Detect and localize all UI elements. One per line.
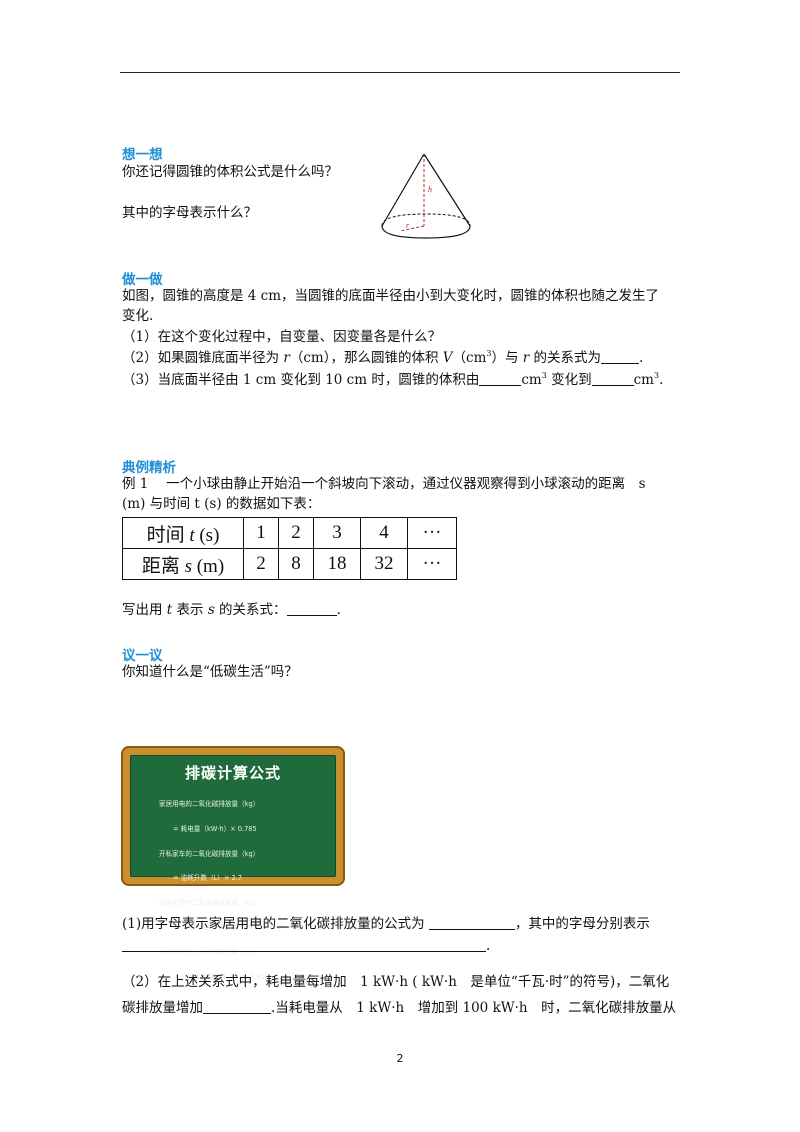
var-t: t	[189, 524, 195, 546]
row-label-time: 时间 t (s)	[122, 517, 244, 549]
text: cm	[633, 372, 654, 388]
text: .	[486, 938, 491, 954]
question-text: 你知道什么是“低碳生活”吗？	[122, 664, 298, 680]
answer-blank[interactable]	[428, 915, 515, 930]
text: .	[639, 350, 644, 366]
header-rule	[120, 72, 680, 73]
text: ）与	[491, 350, 523, 366]
text: （2）如果圆锥底面半径为	[122, 350, 284, 366]
text: 的关系式：	[214, 602, 287, 618]
text: .	[336, 602, 341, 618]
text: （cm	[452, 350, 487, 366]
example-line: 例 1 一个小球由静止开始沿一个斜坡向下滚动，通过仪器观察得到小球滚动的距离 s	[122, 476, 646, 492]
example-line: (m) 与时间 t (s) 的数据如下表：	[122, 496, 321, 512]
question-part-1: (1)用字母表示家居用电的二氧化碳排放量的公式为 ，其中的字母分别表示	[122, 914, 650, 934]
text: 的关系式为	[529, 350, 602, 366]
question-text: 你还记得圆锥的体积公式是什么吗？	[122, 164, 338, 180]
table-cell: 32	[360, 548, 408, 580]
chalkboard-formulas: 家居用电的二氧化碳排放量（kg） = 耗电量（kW·h）× 0.785 开私家车…	[159, 784, 285, 997]
text: 表示	[172, 602, 208, 618]
label-text: 时间	[146, 524, 190, 546]
formula-line: 家用自来水二氧化碳排放量（kg）	[159, 948, 260, 957]
formula-line: 家居用电的二氧化碳排放量（kg）	[159, 800, 260, 809]
table-cell: 8	[278, 548, 314, 580]
var-r: r	[522, 350, 530, 366]
question-part-1-cont: .	[122, 936, 490, 956]
paragraph-line: 变化.	[122, 308, 154, 324]
formula-line: = 耗电量（kW·h）× 0.785	[173, 825, 257, 834]
question-text: 其中的字母表示什么？	[122, 205, 257, 221]
section-heading-think: 想一想	[122, 147, 163, 163]
text: ，其中的字母分别表示	[514, 916, 650, 932]
var-t: t	[166, 602, 173, 618]
chalkboard-image: 排碳计算公式 家居用电的二氧化碳排放量（kg） = 耗电量（kW·h）× 0.7…	[121, 746, 345, 981]
formula-line: 开私家车的二氧化碳排放量（kg）	[159, 849, 260, 858]
var-s: s	[184, 555, 192, 577]
radius-label: r	[406, 221, 410, 230]
table-cell: ···	[407, 548, 457, 580]
text: cm	[521, 372, 542, 388]
text: 变化到	[546, 372, 592, 388]
question-part-2: （2）在上述关系式中，耗电量每增加 1 kW·h ( kW·h 是单位“千瓦·时…	[122, 974, 670, 990]
answer-blank[interactable]	[122, 937, 486, 952]
var-v: V	[442, 350, 453, 366]
label-text: 距离	[141, 555, 185, 577]
section-heading-example: 典例精析	[122, 460, 176, 476]
text: 碳排放量增加	[122, 1000, 203, 1016]
text: .	[659, 372, 664, 388]
unit-text: (s)	[194, 524, 220, 546]
cone-figure: h r	[381, 153, 471, 239]
answer-blank[interactable]	[203, 999, 271, 1014]
text: .当耗电量从 1 kW·h 增加到 100 kW·h 时，二氧化碳排放量从	[271, 1000, 677, 1016]
formula-line: = 自来水使用吨数（t）× 0.91	[173, 972, 265, 981]
var-r: r	[283, 350, 290, 366]
superscript: 3	[653, 371, 660, 380]
table-cell: 2	[278, 517, 314, 549]
data-table: 时间 t (s) 1 2 3 4 ··· 距离 s (m) 2 8 18 32 …	[122, 517, 457, 580]
answer-blank[interactable]	[286, 601, 337, 616]
text: 写出用	[122, 602, 167, 618]
text: （3）当底面半径由 1 cm 变化到 10 cm 时，圆锥的体积由	[122, 372, 480, 388]
table-cell: 4	[360, 517, 408, 549]
answer-blank[interactable]	[479, 371, 522, 386]
table-row: 时间 t (s) 1 2 3 4 ···	[122, 517, 457, 549]
table-cell: 1	[243, 517, 279, 549]
height-label: h	[428, 185, 432, 194]
unit-text: (m)	[191, 555, 225, 577]
text: (1)用字母表示家居用电的二氧化碳排放量的公式为	[122, 916, 429, 932]
question-item-1: （1）在这个变化过程中，自变量、因变量各是什么？	[122, 329, 442, 345]
table-cell: ···	[407, 517, 457, 549]
superscript: 3	[486, 349, 492, 358]
superscript: 3	[541, 371, 547, 380]
row-label-distance: 距离 s (m)	[122, 548, 244, 580]
var-s: s	[207, 602, 215, 618]
paragraph-line: 如图，圆锥的高度是 4 cm，当圆锥的底面半径由小到大变化时，圆锥的体积也随之发…	[122, 288, 660, 304]
page-number: 2	[396, 1052, 404, 1065]
question-item-2: （2）如果圆锥底面半径为 r（cm），那么圆锥的体积 V（cm3）与 r 的关系…	[122, 348, 643, 368]
table-cell: 2	[243, 548, 279, 580]
table-row: 距离 s (m) 2 8 18 32 ···	[122, 548, 457, 580]
formula-line: = 天然气使用立方米数（m³）× 0.19	[173, 923, 285, 932]
section-heading-discuss: 议一议	[122, 648, 163, 664]
table-cell: 18	[313, 548, 361, 580]
chalkboard-title: 排碳计算公式	[184, 764, 281, 782]
write-relation-line: 写出用 t 表示 s 的关系式：.	[122, 600, 341, 620]
formula-line: 家用天然气二氧化碳排放量（kg）	[159, 898, 260, 907]
formula-line: = 油耗升数（L）× 2.7	[173, 874, 242, 883]
section-heading-do: 做一做	[122, 272, 163, 288]
answer-blank[interactable]	[591, 371, 634, 386]
text: （cm），那么圆锥的体积	[289, 350, 443, 366]
answer-blank[interactable]	[601, 349, 640, 364]
question-part-2-cont: 碳排放量增加 .当耗电量从 1 kW·h 增加到 100 kW·h 时，二氧化碳排…	[122, 998, 676, 1018]
chalkboard-surface: 排碳计算公式 家居用电的二氧化碳排放量（kg） = 耗电量（kW·h）× 0.7…	[130, 755, 336, 981]
table-cell: 3	[313, 517, 361, 549]
